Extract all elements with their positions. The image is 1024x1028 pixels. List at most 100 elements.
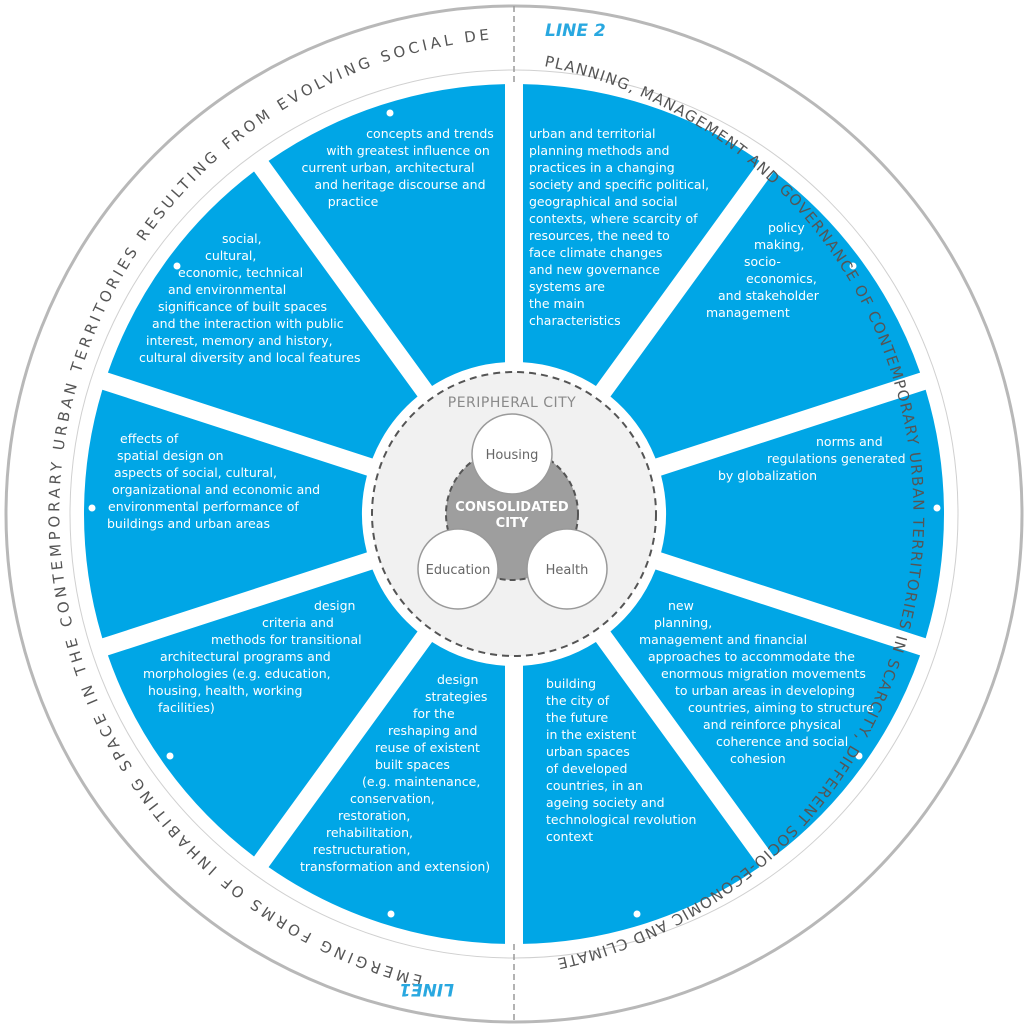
- segment-line: conservation,: [350, 791, 435, 806]
- segment-line: ageing society and: [546, 795, 665, 810]
- consolidated-city-label-line1: CONSOLIDATED: [455, 500, 569, 515]
- segment-line: the future: [546, 710, 608, 725]
- segment-line: countries, aiming to structure: [688, 700, 874, 715]
- segment-line: effects of: [120, 431, 179, 446]
- segment-line: building: [546, 676, 596, 691]
- line2-label: LINE 2: [545, 21, 606, 41]
- segment-line: buildings and urban areas: [107, 516, 270, 531]
- consolidated-city-label-line2: CITY: [496, 516, 529, 531]
- segment-line: morphologies (e.g. education,: [143, 666, 331, 681]
- segment-line: society and specific political,: [529, 177, 709, 192]
- segment-line: reuse of existent: [375, 740, 480, 755]
- segment-line: characteristics: [529, 313, 621, 328]
- segment-dot: [387, 910, 395, 918]
- segment-line: facilities): [158, 700, 215, 715]
- segment-line: planning,: [654, 615, 712, 630]
- segment-line: (e.g. maintenance,: [362, 774, 480, 789]
- segment-line: new: [668, 598, 694, 613]
- segment-line: the main: [529, 296, 585, 311]
- segment-line: countries, in an: [546, 778, 643, 793]
- segment-line: rehabilitation,: [326, 825, 413, 840]
- segment-line: the city of: [546, 693, 610, 708]
- segment-line: by globalization: [718, 468, 817, 483]
- segment-line: current urban, architectural: [302, 160, 475, 175]
- segment-wedge-right: [610, 569, 921, 857]
- segment-wedge-bottom-right: [268, 642, 506, 944]
- segment-line: methods for transitional: [211, 632, 362, 647]
- segment-line: transformation and extension): [300, 859, 490, 874]
- segment-line: socio-: [744, 254, 781, 269]
- segment-line: concepts and trends: [366, 126, 494, 141]
- segment-line: making,: [754, 237, 804, 252]
- segment-line: technological revolution: [546, 812, 696, 827]
- segment-dot: [386, 109, 394, 117]
- segment-dot: [173, 262, 181, 270]
- segment-line: cohesion: [730, 751, 786, 766]
- segment-line: to urban areas in developing: [675, 683, 855, 698]
- segment-dot: [855, 752, 863, 760]
- segment-line: cultural diversity and local features: [139, 350, 360, 365]
- segment-wedge-right-upper: [661, 389, 944, 639]
- segment-text-left-lower: design criteria and methods for transiti…: [143, 598, 366, 715]
- segment-line: social,: [222, 231, 262, 246]
- segment-wedge-left: [107, 171, 418, 459]
- segment-line: and new governance: [529, 262, 660, 277]
- segment-dot: [633, 910, 641, 918]
- segment-text-right: norms and regulations generated by globa…: [718, 434, 910, 483]
- segment-line: design: [437, 672, 478, 687]
- segment-dot: [166, 752, 174, 760]
- segment-line: of developed: [546, 761, 627, 776]
- segment-line: housing, health, working: [148, 683, 302, 698]
- segment-line: resources, the need to: [529, 228, 670, 243]
- segment-line: restructuration,: [313, 842, 410, 857]
- segment-line: regulations generated: [767, 451, 906, 466]
- segment-line: in the existent: [546, 727, 636, 742]
- segment-line: geographical and social: [529, 194, 677, 209]
- segment-text-right-upper: policy making, socio- economics, and sta…: [706, 220, 823, 320]
- segment-line: and the interaction with public: [152, 316, 344, 331]
- segment-line: policy: [768, 220, 805, 235]
- segment-wedge-left-upper: [268, 84, 506, 386]
- segment-line: norms and: [816, 434, 883, 449]
- segment-line: organizational and economic and: [112, 482, 320, 497]
- segment-line: for the: [413, 706, 455, 721]
- health-label: Health: [546, 563, 589, 578]
- segment-text-top-left: concepts and trends with greatest influe…: [302, 126, 498, 209]
- segment-wedge-right-lower: [522, 642, 760, 944]
- segment-wedge-left-lower: [84, 389, 367, 639]
- segment-text-bottom-left: design strategies for the reshaping and …: [300, 672, 491, 874]
- health-circle: [526, 528, 608, 610]
- education-circle: [417, 528, 499, 610]
- segment-line: management: [706, 305, 790, 320]
- housing-circle: [471, 413, 553, 495]
- segment-text-right-lower: new planning, management and financial a…: [639, 598, 878, 766]
- segment-line: and environmental: [168, 282, 286, 297]
- segment-line: restoration,: [338, 808, 410, 823]
- segment-text-bottom-right: building the city of the future in the e…: [546, 676, 700, 844]
- segment-line: aspects of social, cultural,: [114, 465, 277, 480]
- segment-line: urban and territorial: [529, 126, 655, 141]
- segments-group: [84, 84, 944, 944]
- segment-line: contexts, where scarcity of: [529, 211, 698, 226]
- segment-line: environmental performance of: [108, 499, 299, 514]
- education-label: Education: [426, 563, 491, 578]
- segment-line: built spaces: [375, 757, 450, 772]
- segment-line: context: [546, 829, 593, 844]
- segment-line: enormous migration movements: [661, 666, 866, 681]
- segment-text-left: effects of spatial design on aspects of …: [107, 431, 324, 531]
- segment-line: spatial design on: [117, 448, 224, 463]
- segment-line: management and financial: [639, 632, 807, 647]
- segment-line: and heritage discourse and: [314, 177, 485, 192]
- segment-line: economic, technical: [178, 265, 303, 280]
- segment-text-left-upper: social, cultural, economic, technical an…: [139, 231, 360, 365]
- segment-text-top-right: urban and territorial planning methods a…: [529, 126, 713, 328]
- segment-dots: [88, 109, 941, 918]
- segment-line: interest, memory and history,: [146, 333, 333, 348]
- segment-line: face climate changes: [529, 245, 662, 260]
- segment-dot: [88, 504, 96, 512]
- segment-wedge-top-left: [522, 84, 760, 386]
- segment-line: urban spaces: [546, 744, 630, 759]
- segment-line: and reinforce physical: [703, 717, 841, 732]
- segment-line: significance of built spaces: [158, 299, 327, 314]
- housing-label: Housing: [486, 448, 539, 463]
